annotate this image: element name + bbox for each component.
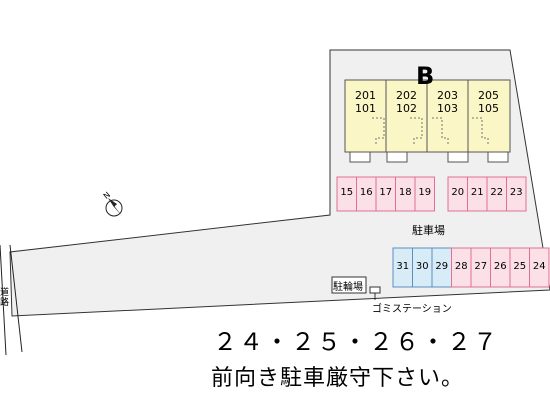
building-b [344, 79, 511, 163]
parking-spot-number: 22 [490, 187, 504, 198]
parking-spot-number: 28 [454, 260, 468, 272]
bicycle-parking-box [331, 276, 367, 294]
parking-row-upper-left [336, 176, 435, 212]
unit-lower-number: 105 [478, 102, 499, 115]
parking-spot-number: 31 [396, 260, 410, 272]
parking-spot-number: 16 [359, 187, 373, 198]
parking-spot-number: 20 [451, 187, 465, 198]
parking-spot-number: 24 [532, 260, 546, 272]
unit-upper-number: 205 [478, 89, 499, 102]
unit-lower-number: 101 [355, 102, 376, 115]
parking-spot-number: 21 [470, 187, 484, 198]
bicycle-parking-label: 駐輪場 [333, 282, 363, 293]
road-label: 道路 [0, 288, 10, 308]
parking-spot-19 [414, 176, 435, 212]
compass-icon [105, 198, 123, 217]
parking-spot-number: 19 [418, 187, 432, 198]
parking-spot-number: 17 [379, 187, 393, 198]
parking-spot-number: 23 [509, 187, 523, 198]
road-line-left [0, 244, 7, 356]
parking-spot-number: 27 [474, 260, 488, 272]
parking-spot-number: 15 [340, 187, 354, 198]
unit-upper-number: 202 [396, 89, 417, 102]
parking-row-lower [392, 247, 550, 288]
garbage-station-label: ゴミステーション [372, 304, 452, 315]
parking-row-upper-right [447, 176, 527, 212]
parking-spot-number: 29 [435, 260, 449, 272]
garbage-station-box [369, 286, 381, 294]
unit-lower-number: 102 [396, 102, 417, 115]
parking-spot-24 [529, 247, 550, 288]
parking-spot-23 [506, 176, 527, 212]
parking-label: 駐車場 [412, 224, 445, 237]
unit-upper-number: 203 [437, 89, 458, 102]
parking-spot-number: 30 [415, 260, 429, 272]
building-label: B [416, 62, 435, 90]
notice-spot-numbers: ２４・２５・２６・２７ [213, 328, 499, 356]
unit-lower-number: 103 [437, 102, 458, 115]
parking-spot-number: 18 [398, 187, 412, 198]
unit-upper-number: 201 [355, 89, 376, 102]
road-line-right [9, 244, 23, 353]
parking-spot-number: 26 [493, 260, 507, 272]
notice-text: 前向き駐車厳守下さい。 [211, 366, 465, 391]
parking-spot-number: 25 [513, 260, 527, 272]
